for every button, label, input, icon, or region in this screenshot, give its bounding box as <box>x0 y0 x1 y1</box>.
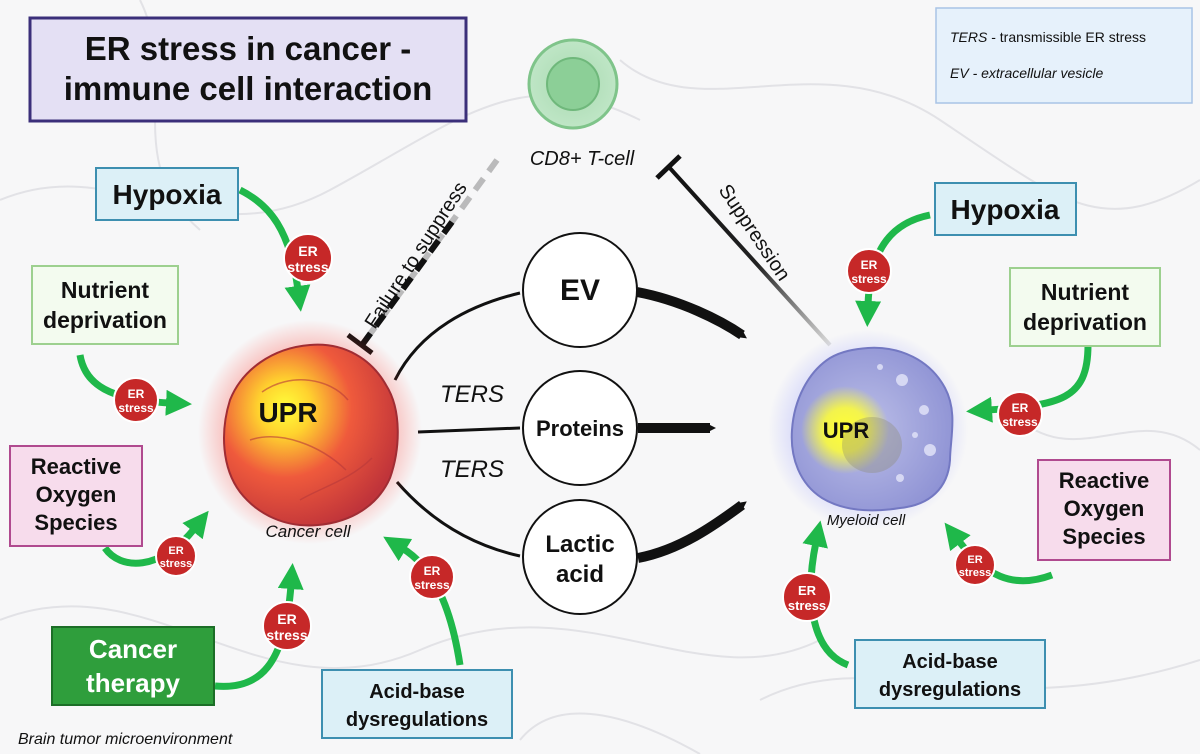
er-badge-text-line-2: stress <box>1002 415 1038 429</box>
er-badge-text-line-2: stress <box>959 567 991 579</box>
left-nutrient-label-2: deprivation <box>43 307 167 333</box>
right-acid-base-box: Acid-base dysregulations <box>854 639 1046 709</box>
lactic-acid-node: Lactic acid <box>522 499 638 615</box>
legend-ters: TERS - transmissible ER stress <box>950 29 1146 45</box>
er-badge-text-line-2: stress <box>118 401 154 415</box>
suppression-arrow: Suppression <box>655 154 832 347</box>
right-hypoxia-label: Hypoxia <box>951 194 1060 225</box>
cancer-upr-label: UPR <box>258 397 317 428</box>
lactic-label-2: acid <box>556 561 604 588</box>
er-badge-text-line-1: ER <box>967 554 982 566</box>
er-stress-badges: ERstressERstressERstressERstressERstress… <box>113 233 1043 651</box>
legend-ev: EV - extracellular vesicle <box>950 65 1104 81</box>
footer-label: Brain tumor microenvironment <box>18 731 233 748</box>
left-hypoxia-box: Hypoxia <box>95 167 239 221</box>
left-ros-box: Reactive Oxygen Species <box>9 445 143 547</box>
left-therapy-label-2: therapy <box>86 668 180 698</box>
failure-to-suppress-arrow: Failure to suppress <box>346 158 500 355</box>
er-badge-text-line-1: ER <box>168 545 183 557</box>
title-box: ER stress in cancer - immune cell intera… <box>28 16 468 123</box>
er-badge-text-line-1: ER <box>861 258 878 272</box>
cancer-cell: UPR Cancer cell <box>198 320 422 544</box>
left-acid-label-2: dysregulations <box>346 709 488 731</box>
legend-box: TERS - transmissible ER stress EV - extr… <box>935 7 1193 104</box>
proteins-label: Proteins <box>536 416 624 441</box>
left-hypoxia-label: Hypoxia <box>113 179 222 210</box>
right-acid-label-1: Acid-base <box>902 651 998 673</box>
er-badge-text-line-1: ER <box>277 611 296 627</box>
er-badge-text-line-2: stress <box>266 627 307 643</box>
myeloid-upr-label: UPR <box>823 418 870 443</box>
ev-label: EV <box>560 274 600 307</box>
left-nutrient-label-1: Nutrient <box>61 277 150 303</box>
right-nutrient-label-1: Nutrient <box>1041 279 1130 305</box>
right-ros-label-3: Species <box>1062 524 1145 549</box>
left-ros-label-3: Species <box>34 510 117 535</box>
myeloid-cell: UPR Myeloid cell <box>768 330 968 530</box>
right-nutrient-label-2: deprivation <box>1023 309 1147 335</box>
right-ros-label-2: Oxygen <box>1064 496 1145 521</box>
failure-label: Failure to suppress <box>361 178 472 333</box>
cd8-t-cell: CD8+ T-cell <box>527 38 635 170</box>
center-flow-arrows <box>393 287 747 563</box>
er-badge-text-line-1: ER <box>424 564 441 578</box>
ters-label-bottom: TERS <box>440 456 504 483</box>
right-nutrient-box: Nutrient deprivation <box>1009 267 1161 347</box>
cancer-cell-label: Cancer cell <box>265 522 351 541</box>
title-line-1: ER stress in cancer - <box>85 30 412 67</box>
right-ros-box: Reactive Oxygen Species <box>1037 459 1171 561</box>
right-ros-label-1: Reactive <box>1059 468 1150 493</box>
myeloid-cell-label: Myeloid cell <box>827 512 906 529</box>
title-line-2: immune cell interaction <box>64 70 433 107</box>
er-badge-text-line-1: ER <box>128 387 145 401</box>
right-hypoxia-box: Hypoxia <box>934 182 1077 236</box>
ters-label-top: TERS <box>440 381 504 408</box>
left-acid-base-box: Acid-base dysregulations <box>321 669 513 739</box>
er-badge-text-line-2: stress <box>414 578 450 592</box>
er-badge-text-line-2: stress <box>160 558 192 570</box>
right-acid-label-2: dysregulations <box>879 679 1021 701</box>
er-badge-text-line-2: stress <box>788 598 826 613</box>
t-cell-label: CD8+ T-cell <box>530 148 635 170</box>
er-badge-text-line-1: ER <box>1012 401 1029 415</box>
proteins-node: Proteins <box>522 370 638 486</box>
left-ros-label-2: Oxygen <box>36 482 117 507</box>
lactic-label-1: Lactic <box>545 531 614 558</box>
left-cancer-therapy-box: Cancer therapy <box>51 626 215 706</box>
left-acid-label-1: Acid-base <box>369 681 465 703</box>
er-badge-text-line-2: stress <box>851 272 887 286</box>
left-ros-label-1: Reactive <box>31 454 122 479</box>
left-nutrient-box: Nutrient deprivation <box>31 265 179 345</box>
er-badge-text-line-1: ER <box>298 243 317 259</box>
ev-node: EV <box>522 232 638 348</box>
er-badge-text-line-1: ER <box>798 583 817 598</box>
er-badge-text-line-2: stress <box>287 259 328 275</box>
left-therapy-label-1: Cancer <box>89 634 177 664</box>
